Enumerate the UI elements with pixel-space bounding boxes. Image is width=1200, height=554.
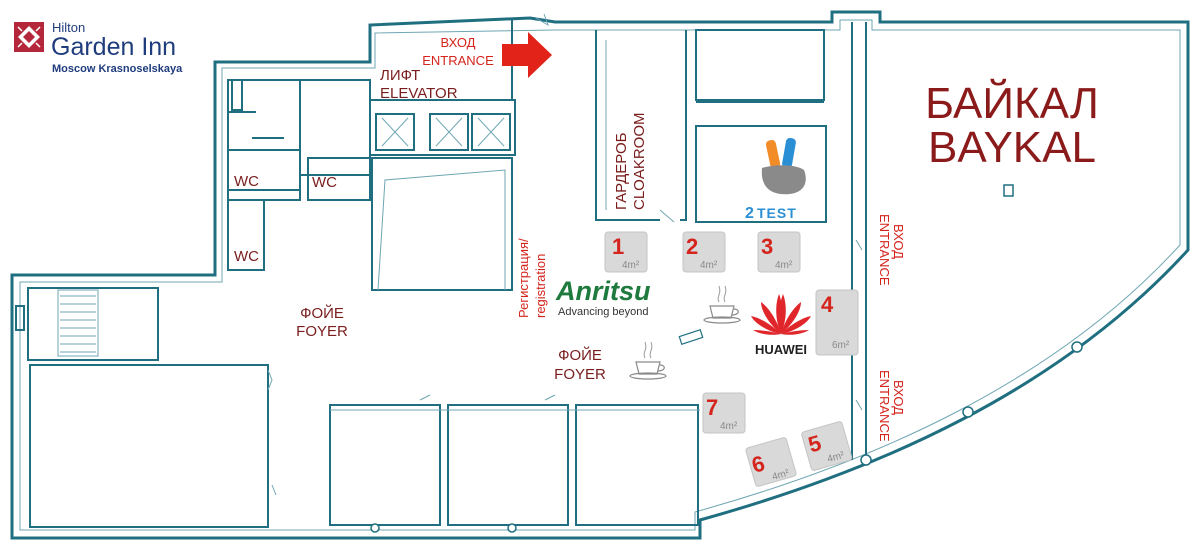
anritsu-logo: Anritsu Advancing beyond (555, 276, 651, 318)
entrance-arrow-icon (502, 32, 552, 78)
cloakroom-label-ru: ГАРДЕРОБ (613, 132, 630, 210)
huawei-logo: HUAWEI (751, 294, 811, 357)
side-entrance-bottom-ru: ВХОД (891, 380, 906, 415)
side-entrance-top: ВХОД ENTRANCE (877, 214, 906, 286)
registration-label: Регистрация/ registration (516, 238, 548, 318)
anritsu-name: Anritsu (555, 276, 651, 306)
cloakroom-label: ГАРДЕРОБ CLOAKROOM (613, 112, 648, 210)
side-entrance-top-en: ENTRANCE (877, 214, 892, 286)
booth-3: 3 4m² (757, 231, 801, 273)
booth-1: 1 4m² (604, 231, 648, 273)
hall-label-ru: БАЙКАЛ (925, 77, 1099, 128)
cloakroom-label-en: CLOAKROOM (631, 112, 648, 210)
wc-label-1: WC (234, 173, 259, 190)
booth-area: 4m² (700, 260, 718, 271)
walls (10, 10, 1190, 540)
booth-2: 2 4m² (682, 231, 726, 273)
side-entrance-bottom: ВХОД ENTRANCE (877, 370, 906, 442)
entrance-label-ru: ВХОД (441, 35, 476, 50)
booth-number: 1 (612, 234, 624, 259)
hilton-logo-icon (14, 22, 44, 52)
wc-label-2: WC (312, 174, 337, 191)
registration-label-ru: Регистрация/ (516, 238, 531, 318)
coffee-cup-icon (703, 285, 741, 324)
booth-area: 4m² (826, 450, 846, 466)
booth-number: 7 (706, 395, 718, 420)
twotest-name: TEST (757, 205, 797, 221)
twotest-logo: 2 TEST (745, 137, 806, 222)
victory-hand-icon (761, 137, 806, 195)
booth-area: 4m² (622, 260, 640, 271)
booth-6: 6 4m² (745, 437, 797, 487)
coffee-cup-icon (629, 341, 667, 380)
hotel-name-line1: Hilton (52, 20, 85, 35)
booth-number: 3 (761, 234, 773, 259)
registration-desk (678, 329, 704, 345)
huawei-name: HUAWEI (755, 342, 807, 357)
booth-7: 7 4m² (702, 392, 746, 434)
elevator-label-en: ELEVATOR (380, 85, 458, 102)
foyer-label-en-1: FOYER (296, 323, 348, 340)
main-entrance: ВХОД ENTRANCE (422, 32, 552, 78)
hall-label-en: BAYKAL (928, 123, 1096, 172)
wc-label-3: WC (234, 248, 259, 265)
foyer-label-ru-1: ФОЙЕ (300, 304, 344, 322)
booth-number: 2 (686, 234, 698, 259)
side-entrance-top-ru: ВХОД (891, 224, 906, 259)
hotel-logo: Hilton Garden Inn Moscow Krasnoselskaya (14, 20, 183, 75)
twotest-digit: 2 (745, 205, 754, 222)
booth-area: 4m² (771, 468, 791, 484)
elevator-label-ru: ЛИФТ (380, 67, 420, 84)
booth-area: 6m² (832, 340, 850, 351)
huawei-logo-icon (751, 294, 811, 335)
foyer-label-ru-2: ФОЙЕ (558, 346, 602, 364)
hotel-name-line2: Garden Inn (51, 33, 176, 61)
hotel-name-line3: Moscow Krasnoselskaya (52, 63, 183, 75)
booth-area: 4m² (775, 260, 793, 271)
booth-area: 4m² (720, 421, 738, 432)
registration-label-en: registration (533, 254, 548, 318)
booth-5: 5 4m² (801, 421, 853, 471)
booth-4: 4 6m² (815, 289, 859, 356)
elevator-shafts (375, 113, 511, 151)
foyer-label-en-2: FOYER (554, 366, 606, 383)
booth-number: 4 (821, 292, 834, 317)
anritsu-tagline: Advancing beyond (558, 306, 649, 318)
side-entrance-bottom-en: ENTRANCE (877, 370, 892, 442)
entrance-label-en: ENTRANCE (422, 53, 494, 68)
